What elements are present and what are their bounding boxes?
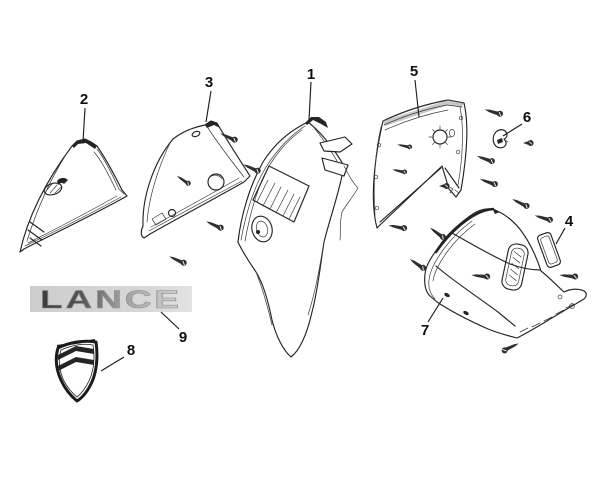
part-9-brand-decal: LANCE bbox=[30, 286, 192, 314]
screw-icon bbox=[483, 105, 505, 118]
callout-leader-5 bbox=[414, 79, 420, 118]
callout-number-9[interactable]: 9 bbox=[179, 329, 187, 346]
part-4-reflector bbox=[537, 232, 561, 268]
part-6-latch-hook bbox=[492, 129, 509, 149]
callout-leader-3 bbox=[205, 90, 212, 123]
callout-leader-7 bbox=[427, 297, 444, 323]
callout-number-8[interactable]: 8 bbox=[127, 342, 135, 359]
screw-icon bbox=[475, 152, 497, 166]
callout-leader-8 bbox=[100, 356, 125, 372]
screw-icon bbox=[478, 175, 500, 189]
screw-icon bbox=[500, 340, 521, 355]
callout-leader-6 bbox=[502, 123, 523, 137]
part-8-shield-emblem bbox=[54, 339, 99, 403]
callout-leader-4 bbox=[555, 227, 566, 245]
screw-icon bbox=[558, 271, 579, 281]
callout-number-1[interactable]: 1 bbox=[307, 66, 315, 83]
callout-number-7[interactable]: 7 bbox=[421, 322, 429, 339]
part-3-front-inner-cover bbox=[140, 120, 251, 239]
callout-number-5[interactable]: 5 bbox=[410, 63, 418, 80]
callout-leader-9 bbox=[160, 311, 180, 330]
bolt-icon bbox=[438, 182, 451, 190]
screw-icon bbox=[407, 255, 428, 273]
brand-text: LANCE bbox=[40, 286, 182, 314]
callout-number-2[interactable]: 2 bbox=[80, 91, 88, 108]
callout-number-4[interactable]: 4 bbox=[565, 213, 574, 230]
callout-number-6[interactable]: 6 bbox=[523, 109, 531, 126]
screw-icon bbox=[533, 211, 555, 224]
decal-plate bbox=[30, 286, 192, 312]
part-7-lower-panel bbox=[424, 207, 587, 339]
part-2-front-upper-garnish bbox=[19, 138, 128, 253]
screw-icon bbox=[167, 252, 189, 268]
callout-leader-2 bbox=[82, 107, 86, 143]
annotation-layer: 1 2 3 4 5 6 7 8 9 bbox=[80, 63, 579, 372]
screw-icon bbox=[510, 195, 532, 211]
screw-icon bbox=[204, 217, 226, 233]
callout-number-3[interactable]: 3 bbox=[205, 74, 213, 91]
screw-icon bbox=[428, 224, 448, 242]
part-5-inner-panel bbox=[372, 99, 468, 229]
part-1-front-cover bbox=[237, 117, 359, 358]
bolt-icon bbox=[522, 139, 534, 147]
screw-icon bbox=[387, 221, 409, 233]
callout-leader-1 bbox=[308, 81, 312, 121]
